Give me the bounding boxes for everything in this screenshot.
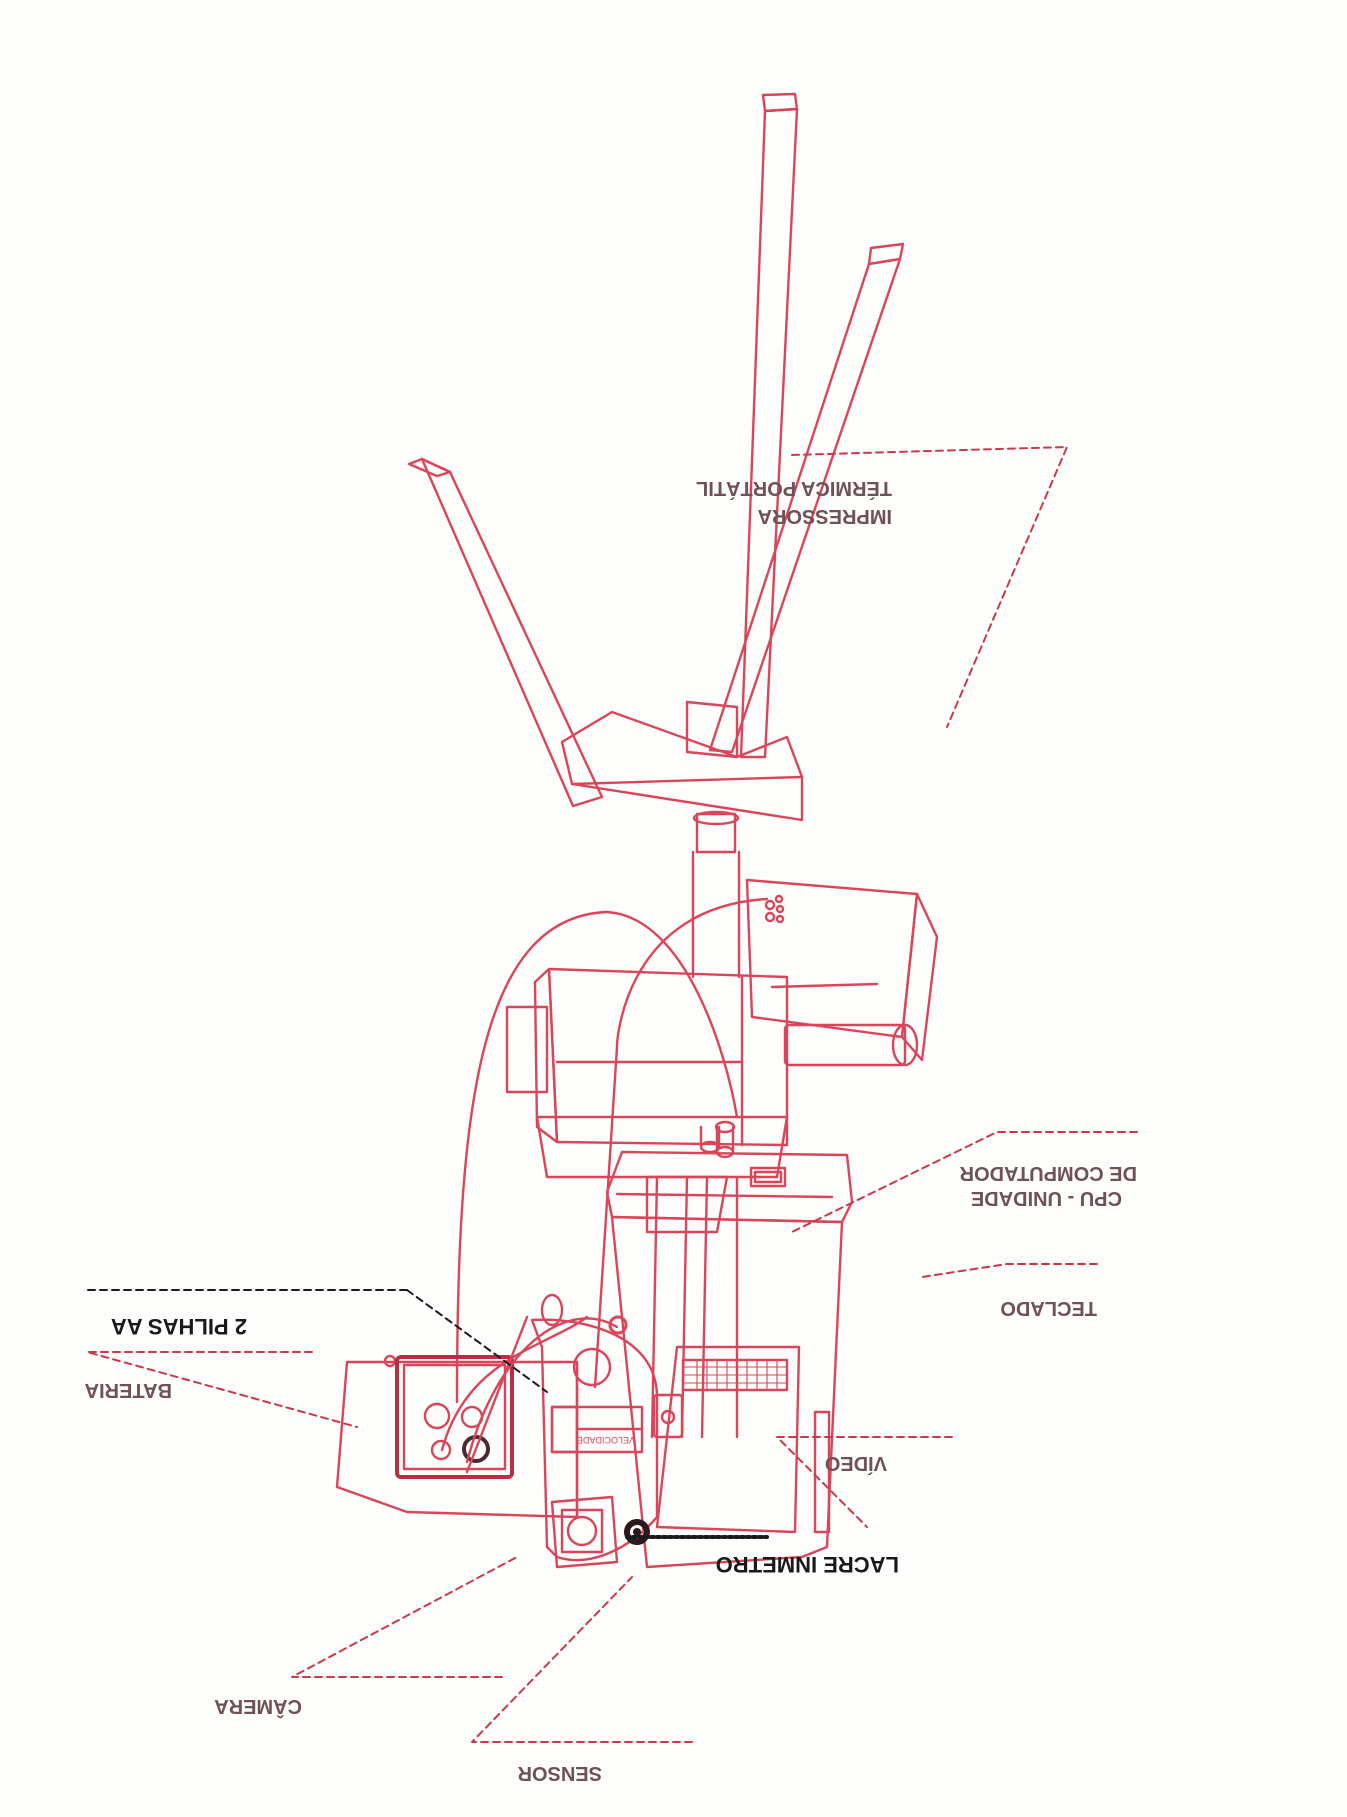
antenna-mount [560, 700, 804, 854]
antenna-center [739, 92, 799, 759]
camera-panel [395, 1355, 514, 1479]
keyboard [655, 1345, 801, 1534]
side-knob [652, 1393, 684, 1439]
printer-cable [593, 897, 769, 1389]
label-impressora-line1: IMPRESSORA [758, 505, 892, 527]
label-sensor: SENSOR [517, 1762, 602, 1784]
label-cpu-line2: DE COMPUTADOR [959, 1162, 1137, 1184]
upper-box [505, 967, 789, 1147]
leader-lines [86, 446, 1138, 1743]
bottom-lens-block [550, 1495, 619, 1569]
antenna-left [407, 457, 604, 808]
cpu-unit [605, 1120, 854, 1569]
rotated-diagram: IMPRESSORA TÉRMICA PORTÁTIL CPU - UNIDAD… [85, 92, 1138, 1784]
label-cpu-line1: CPU - UNIDADE [971, 1187, 1122, 1209]
panel-cables [440, 1315, 619, 1474]
label-bateria: BATERIA [85, 1379, 172, 1401]
label-video: VÍDEO [825, 1452, 887, 1475]
label-teclado: TECLADO [1000, 1297, 1097, 1319]
label-lacre: LACRE INMETRO [716, 1552, 899, 1577]
label-pilhas: 2 PILHAS AA [111, 1314, 247, 1339]
thermal-printer [745, 878, 939, 1067]
sensor-body [530, 1315, 659, 1562]
main-cable [455, 910, 739, 1404]
sensor-handle [540, 1293, 564, 1327]
mast [691, 850, 741, 979]
label-panel-small: VELOCIDADE [577, 1435, 635, 1445]
label-camera: CÂMERA [214, 1695, 302, 1719]
label-impressora-line2: TÉRMICA PORTÁTIL [696, 477, 892, 500]
pilhas-leader-diag [406, 1289, 548, 1393]
antenna-right [708, 242, 905, 754]
